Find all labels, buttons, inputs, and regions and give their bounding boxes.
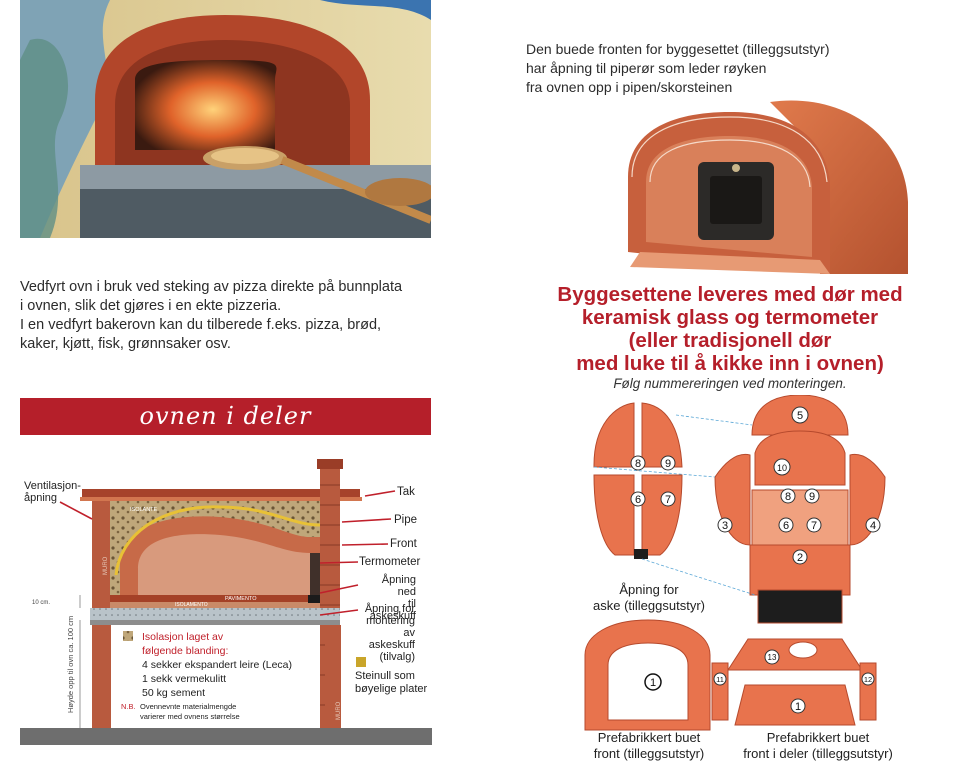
number-marker-8: 8	[630, 455, 646, 471]
number-marker-13: 13	[764, 649, 780, 665]
svg-text:8: 8	[785, 491, 791, 503]
number-marker-2: 2	[792, 549, 808, 565]
assembly-subtitle: Følg nummereringen ved monteringen.	[613, 376, 847, 391]
nb-note: N.B. Ovennevnte materialmengde varierer …	[121, 702, 240, 721]
kit-headline: Byggesettene leveres med dør med keramis…	[557, 283, 903, 375]
pipe-label: Pipe	[394, 514, 418, 526]
svg-text:9: 9	[809, 491, 815, 503]
number-marker-5: 5	[791, 406, 809, 424]
svg-text:6: 6	[783, 520, 789, 532]
svg-text:7: 7	[811, 520, 817, 532]
number-marker-10: 10	[773, 458, 791, 476]
height-label: Høyde opp til ovn ca. 100 cm	[66, 616, 75, 713]
svg-text:7: 7	[665, 494, 671, 506]
number-marker-3: 3	[717, 517, 733, 533]
number-marker-7: 7	[660, 491, 676, 507]
number-marker-9b: 9	[804, 488, 820, 504]
isolante-label: ISOLANTE	[130, 507, 158, 513]
isolamento-label: ISOLAMENTO	[175, 602, 208, 608]
section-banner: ovnen i deler	[20, 398, 431, 435]
ten-cm-label: 10 cm.	[32, 600, 50, 606]
tak-label: Tak	[397, 486, 415, 498]
termometer-label: Termometer	[359, 556, 421, 568]
number-marker-1b: 1	[790, 698, 806, 714]
muro-left-label: MURO	[103, 556, 109, 575]
front-caption: Den buede fronten for byggesettet (tille…	[526, 41, 830, 95]
assembly-exploded-diagram: 5 10 8 9 6 7 8 9 6 7 3 4 2 13 11 12 1 1	[584, 395, 886, 731]
svg-text:8: 8	[635, 458, 641, 470]
svg-text:11: 11	[716, 675, 724, 684]
intro-line-3: I en vedfyrt bakerovn kan du tilberede f…	[20, 317, 382, 333]
number-marker-4: 4	[865, 517, 881, 533]
svg-text:4: 4	[870, 520, 876, 532]
svg-text:12: 12	[864, 675, 872, 684]
intro-text: Vedfyrt ovn i bruk ved steking av pizza …	[20, 278, 432, 354]
muro-right-label: MURO	[336, 701, 342, 720]
oven-kit-image	[628, 100, 908, 275]
svg-text:13: 13	[768, 653, 777, 662]
number-marker-6: 6	[630, 491, 646, 507]
svg-text:3: 3	[722, 520, 728, 532]
intro-line-1: Vedfyrt ovn i bruk ved steking av pizza …	[20, 279, 403, 295]
front-label: Front	[390, 538, 417, 550]
svg-text:9: 9	[665, 458, 671, 470]
svg-text:5: 5	[797, 410, 803, 422]
svg-text:6: 6	[635, 494, 641, 506]
number-marker-6b: 6	[778, 517, 794, 533]
pavimento-label: PAVIMENTO	[225, 596, 257, 602]
number-marker-8b: 8	[780, 488, 796, 504]
svg-text:1: 1	[795, 701, 801, 713]
number-marker-7b: 7	[806, 517, 822, 533]
prefab-parts-caption: Prefabrikkert buet front i deler (tilleg…	[743, 730, 893, 761]
number-marker-11: 11	[713, 672, 727, 686]
intro-line-2: i ovnen, slik det gjøres i en ekte pizze…	[20, 298, 282, 314]
svg-text:10: 10	[777, 463, 787, 473]
svg-text:1: 1	[650, 677, 656, 689]
number-marker-1: 1	[644, 673, 662, 691]
askeskuff-label: Åpning ned til askeskuff	[369, 574, 416, 622]
number-marker-9: 9	[660, 455, 676, 471]
insulation-recipe: Isolasjon laget av følgende blanding: 4 …	[142, 631, 292, 699]
steinull-label: Steinull som bøyelige plater	[355, 670, 428, 695]
intro-line-4: kaker, kjøtt, fisk, grønnsaker osv.	[20, 336, 231, 352]
pizza-oven-photo	[20, 0, 431, 238]
number-marker-12: 12	[861, 672, 875, 686]
montering-label: Åpning for montering av askeskuff (tilva…	[364, 603, 415, 663]
aske-caption: Åpning for aske (tilleggsutstyr)	[593, 582, 705, 613]
svg-text:2: 2	[797, 552, 803, 564]
prefab-front-caption: Prefabrikkert buet front (tilleggsutstyr…	[593, 730, 705, 761]
banner-title: ovnen i deler	[139, 402, 312, 430]
ventilation-label: Ventilasjon- åpning	[24, 480, 81, 504]
oven-cross-section-diagram: 10 cm. Høyde opp til ovn ca. 100 cm MURO…	[20, 459, 432, 745]
